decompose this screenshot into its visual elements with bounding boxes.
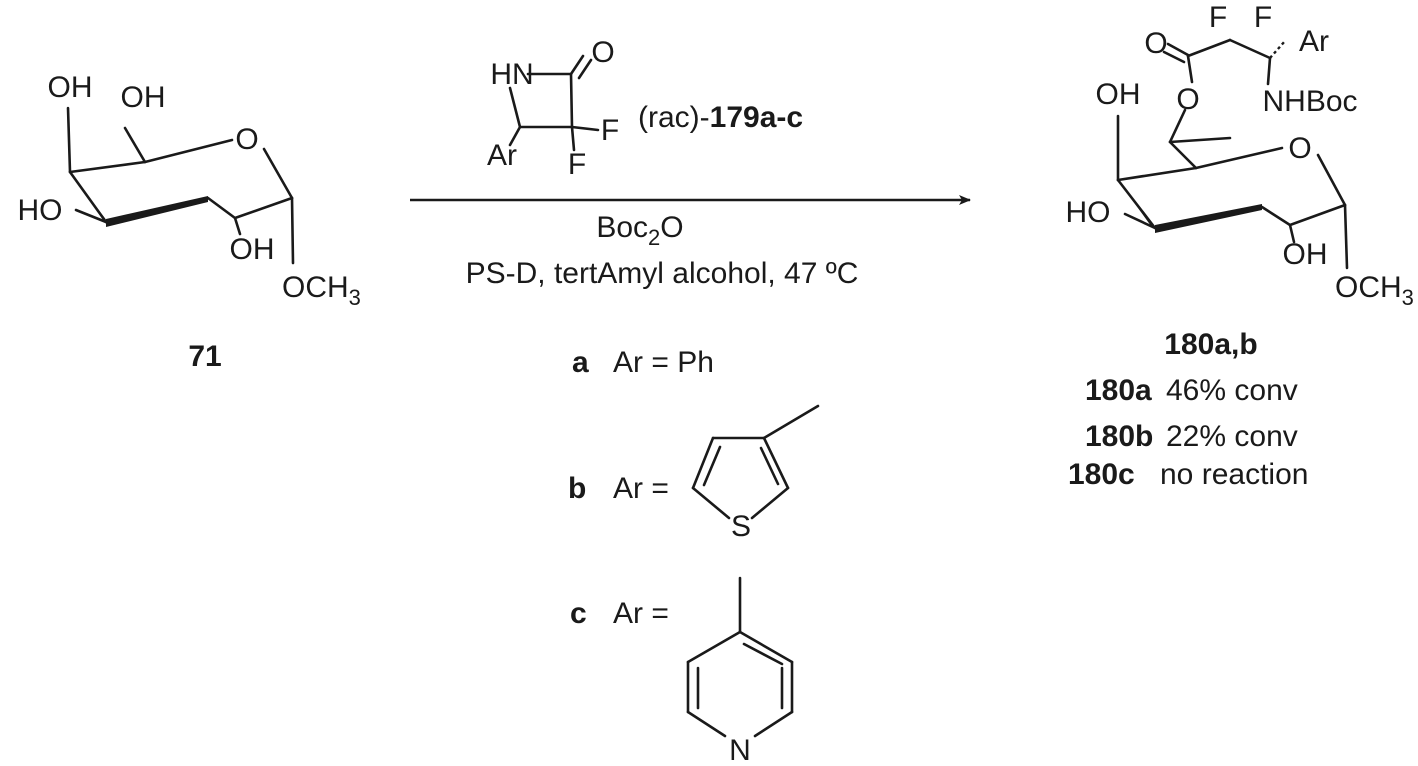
product-ring-oxygen: O (1288, 132, 1311, 165)
boc-main: Boc (596, 211, 648, 244)
pyridine-nitrogen: N (729, 734, 751, 766)
product-ester-oxygen: O (1176, 83, 1199, 116)
reagent-rac-label: (rac)-179a-c (638, 101, 803, 134)
product-ho-c3: HO (1066, 196, 1111, 229)
product-carbonyl-oxygen: O (1144, 27, 1167, 60)
result-text-180c: no reaction (1160, 458, 1308, 491)
thiophene-sulfur: S (731, 510, 751, 543)
lactam-fluorine-1: F (601, 114, 619, 147)
reactant-methoxy: OCH3 (282, 271, 361, 310)
result-id-180c: 180c (1068, 458, 1135, 491)
result-id-180a: 180a (1085, 374, 1152, 407)
reactant-ho-c3: HO (18, 194, 63, 227)
product-oh-c2: OH (1283, 238, 1328, 271)
variant-a-key: a (572, 346, 589, 379)
reactant-oh-c2: OH (230, 233, 275, 266)
product-nhboc: NHBoc (1262, 85, 1357, 118)
thiophene-ring (691, 404, 820, 520)
lactam-fluorine-2: F (568, 148, 586, 181)
result-id-180b: 180b (1085, 420, 1153, 453)
variant-c-text: Ar = (613, 597, 669, 630)
variant-c-key: c (570, 597, 587, 630)
variant-b-key: b (568, 472, 586, 505)
result-text-180a: 46% conv (1166, 374, 1298, 407)
product-methoxy: OCH3 (1335, 271, 1414, 310)
product-fluorine-1: F (1209, 1, 1227, 34)
lactam-carbonyl-oxygen: O (591, 36, 614, 69)
product-methoxy-subscript: 3 (1402, 285, 1414, 310)
product-oh-c4: OH (1096, 78, 1141, 111)
product-aryl: Ar (1299, 25, 1329, 58)
reagent-compound-number: 179a-c (710, 101, 803, 134)
compound-label-71: 71 (188, 340, 221, 373)
lactam-aryl: Ar (487, 139, 517, 172)
reactant-ring-oxygen: O (235, 123, 258, 156)
reactant-71-structure (66, 106, 295, 265)
pyridine-ring (686, 576, 794, 738)
reactant-methoxy-main: OCH (282, 271, 349, 304)
lactam-nh: HN (490, 58, 533, 91)
reactant-methoxy-subscript: 3 (349, 285, 361, 310)
product-180-structure (1116, 38, 1349, 270)
reagent-rac-prefix: (rac)- (638, 101, 710, 134)
product-methoxy-main: OCH (1335, 271, 1402, 304)
beta-lactam-structure (508, 54, 600, 152)
reactant-oh-c4: OH (48, 71, 93, 104)
reaction-conditions: PS-D, tertAmyl alcohol, 47 ºC (466, 257, 859, 290)
boc-subscript: 2 (648, 225, 660, 250)
result-text-180b: 22% conv (1166, 420, 1298, 453)
reactant-oh-c6: OH (121, 81, 166, 114)
boc-oxygen: O (660, 211, 683, 244)
product-fluorine-2: F (1254, 1, 1272, 34)
reagent-boc-anhydride: Boc2O (596, 211, 683, 250)
variant-b-text: Ar = (613, 472, 669, 505)
compound-label-180ab: 180a,b (1164, 328, 1257, 361)
variant-a-text: Ar = Ph (613, 346, 714, 379)
